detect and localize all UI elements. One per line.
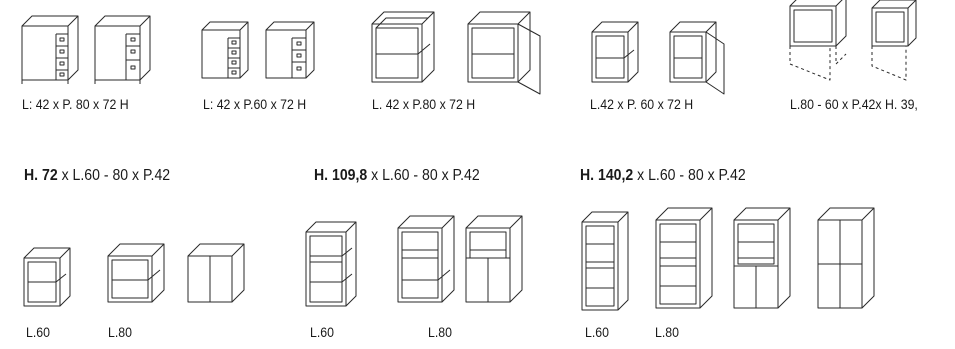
group-heading-h72-height: H. 72: [24, 167, 58, 184]
group-heading-h109: H. 109,8 x L.60 - 80 x P.42: [314, 167, 480, 185]
width-label-h109-l60: L.60: [310, 324, 334, 340]
dimension-label-2: L: 42 x P.60 x 72 H: [203, 96, 307, 112]
cabinet-open-door-a: [467, 11, 541, 95]
h72-open-l80: [107, 243, 165, 303]
group-heading-h109-rest: x L.60 - 80 x P.42: [367, 167, 480, 184]
h140-open-l80: [655, 207, 713, 309]
open-cabinet-b: [591, 21, 639, 83]
group-heading-h109-height: H. 109,8: [314, 167, 368, 184]
width-label-h109-l80: L.80: [428, 324, 452, 340]
group-heading-h140: H. 140,2 x L.60 - 80 x P.42: [580, 167, 746, 185]
cabinet-open-door-b: [669, 21, 725, 95]
pedestal-4-drawers-b: [201, 21, 249, 79]
dimension-label-1: L: 42 x P. 80 x 72 H: [22, 96, 129, 112]
wall-unit-small: [871, 0, 917, 81]
wall-unit-large: [789, 0, 847, 81]
width-label-h140-l80: L.80: [655, 324, 679, 340]
dimension-label-4: L.42 x P. 60 x 72 H: [590, 96, 694, 112]
open-cabinet-a: [371, 11, 435, 83]
width-label-h72-l60: L.60: [26, 324, 50, 340]
dimension-label-3: L. 42 x P.80 x 72 H: [372, 96, 476, 112]
dimension-label-5: L.80 - 60 x P.42x H. 39,: [790, 96, 918, 112]
h140-mixed-l80: [733, 207, 791, 309]
group-heading-h140-height: H. 140,2: [580, 167, 634, 184]
pedestal-4-drawers-a: [21, 15, 79, 84]
width-label-h72-l80: L.80: [108, 324, 132, 340]
h72-open-l60: [23, 247, 71, 307]
pedestal-3-drawers-a: [94, 15, 151, 84]
group-heading-h72-rest: x L.60 - 80 x P.42: [57, 167, 171, 184]
h109-open-l80: [397, 215, 455, 303]
h140-doors-l80: [817, 207, 875, 309]
width-label-h140-l60: L.60: [585, 324, 609, 340]
pedestal-3-drawers-b: [265, 21, 315, 79]
h72-doors-l80: [187, 243, 245, 303]
h109-open-l60: [305, 221, 357, 307]
h140-open-l60: [581, 211, 629, 311]
group-heading-h72: H. 72 x L.60 - 80 x P.42: [24, 167, 170, 185]
h109-mixed-l80: [465, 215, 523, 303]
group-heading-h140-rest: x L.60 - 80 x P.42: [633, 167, 746, 184]
